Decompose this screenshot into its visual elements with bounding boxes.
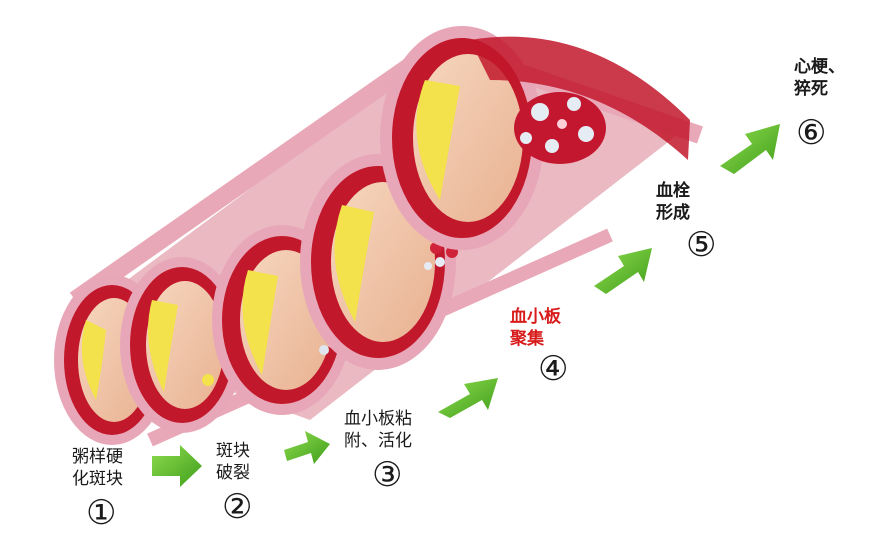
artery-segment-2	[120, 257, 244, 433]
arrow-5-to-6	[720, 124, 780, 174]
step-3-line2: 附、活化	[344, 431, 412, 451]
plaque-5	[416, 80, 460, 200]
step-1-line2: 化斑块	[72, 469, 123, 489]
arrow-3-to-4	[438, 378, 498, 418]
step-6-line1: 心梗、	[794, 57, 845, 77]
step-6-label: 心梗、 猝死	[794, 56, 845, 100]
arrow-1-to-2	[152, 445, 202, 487]
step-5-label: 血栓 形成	[656, 180, 690, 224]
step-5-line1: 血栓	[656, 181, 690, 201]
step-3-line1: 血小板粘	[344, 409, 412, 429]
step-4-line1: 血小板	[510, 307, 561, 327]
step-5-number: ⑤	[686, 225, 717, 265]
step-6-number: ⑥	[796, 113, 827, 153]
plaque-3	[242, 270, 278, 375]
artery-segment-5	[380, 26, 690, 250]
step-3-number: ③	[372, 455, 403, 495]
step-6-line2: 猝死	[794, 79, 828, 99]
step-4-line2: 聚集	[510, 329, 544, 349]
step-2-line1: 斑块	[216, 441, 250, 461]
arrow-4-to-5	[594, 248, 652, 294]
arrow-2-to-3	[284, 431, 330, 464]
step-1-line1: 粥样硬	[72, 447, 123, 467]
thrombus	[514, 92, 606, 164]
step-1-label: 粥样硬 化斑块	[72, 446, 123, 490]
step-2-number: ②	[222, 487, 253, 527]
plaque-1	[81, 320, 106, 400]
step-5-line2: 形成	[656, 203, 690, 223]
artery-rim-far	[470, 36, 690, 160]
step-2-label: 斑块 破裂	[216, 440, 250, 484]
step-3-label: 血小板粘 附、活化	[344, 408, 412, 452]
plaque-4	[334, 205, 374, 322]
plaque-2	[148, 300, 178, 392]
step-4-number: ④	[538, 349, 569, 389]
step-1-number: ①	[86, 493, 117, 533]
step-2-line2: 破裂	[216, 463, 250, 483]
step-4-label: 血小板 聚集	[510, 306, 561, 350]
